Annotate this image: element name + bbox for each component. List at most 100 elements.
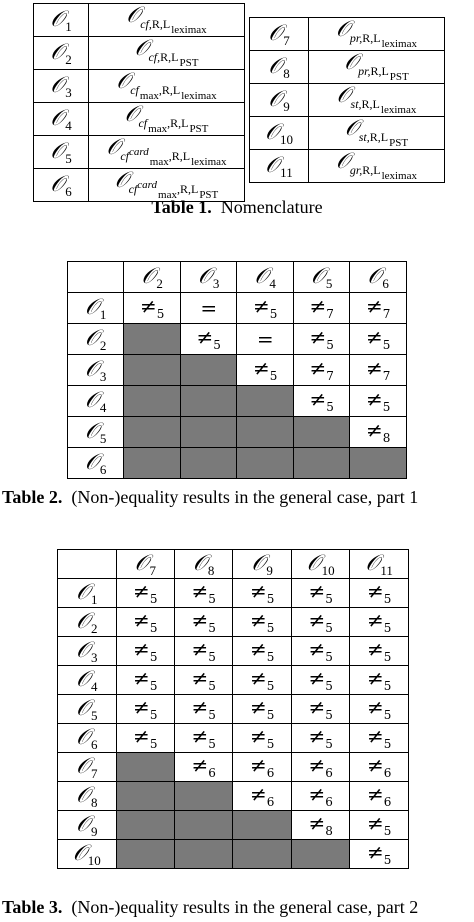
result-value: ≠7 [366, 294, 391, 321]
operator-id-cell: 𝒪11 [249, 149, 309, 183]
operator-index: 7 [283, 32, 290, 48]
operator-index: 1 [99, 306, 107, 322]
operator-index: 4 [99, 399, 107, 415]
result-cell: ≠5 [232, 665, 292, 695]
column-header: 𝒪10 [290, 549, 351, 579]
operator-index: 1 [90, 591, 98, 607]
result-value: ≠5 [249, 579, 275, 606]
result-cell: ≠5 [115, 694, 175, 724]
result-cell: ≠6 [290, 781, 351, 811]
operator-index: 5 [325, 275, 333, 291]
operator-symbol: 𝒪7 [268, 19, 290, 48]
result-value: ≠7 [309, 294, 334, 321]
result-index: 5 [266, 708, 275, 722]
operator-definition-cell: 𝒪cfcardmax,R,LPST [88, 168, 245, 202]
result-cell: ≠5 [349, 839, 409, 869]
result-index: 5 [383, 650, 392, 664]
result-index: 5 [383, 737, 392, 751]
result-value: ≠8 [366, 418, 391, 445]
operator-id-cell: 𝒪7 [249, 17, 309, 51]
empty-cell [173, 781, 234, 811]
result-index: 5 [383, 621, 392, 635]
table-row: 𝒪7≠6≠6≠6≠6 [57, 752, 409, 782]
subscript-rl: ,R,L [176, 182, 199, 196]
operator-name: 𝒪cf,R,LPST [134, 35, 199, 69]
operator-name: 𝒪pr,R,Lleximax [336, 16, 417, 50]
operator-index: 4 [90, 678, 98, 694]
operator-index: 5 [65, 150, 72, 166]
empty-cell [179, 416, 238, 448]
result-cell: ≠6 [290, 752, 351, 782]
operator-name: 𝒪cfcardmax,R,Lleximax [106, 134, 227, 168]
operator-subscript: cfcardmax,R,LPST [129, 180, 219, 201]
result-index: 5 [383, 708, 392, 722]
result-index: 5 [269, 307, 278, 321]
result-index: 6 [383, 795, 392, 809]
result-cell: ≠5 [173, 694, 234, 724]
row-header: 𝒪6 [57, 723, 117, 753]
table2-caption-label: Table 2. [2, 487, 63, 507]
operator-subscript: cfcardmax,R,Lleximax [120, 147, 226, 168]
result-value: ≠5 [133, 666, 158, 693]
result-cell: ≠5 [349, 607, 409, 637]
column-header: 𝒪3 [179, 261, 238, 293]
empty-cell [236, 447, 294, 479]
result-index: 7 [382, 369, 391, 383]
result-value: ≠5 [309, 325, 334, 352]
result-value: ≠6 [249, 753, 275, 780]
operator-symbol: 𝒪5 [85, 417, 107, 446]
result-value: ≠5 [308, 637, 333, 664]
result-index: 8 [325, 824, 333, 838]
result-value: ≠6 [191, 753, 216, 780]
operator-symbol: 𝒪6 [367, 262, 389, 291]
operator-definition-cell: 𝒪cf,R,LPST [88, 35, 245, 70]
subscript-base: cf [130, 83, 139, 97]
subscript-base: pr, [358, 64, 371, 78]
subscript-rl: R,L [370, 64, 389, 78]
result-index: 5 [325, 621, 333, 635]
empty-cell [232, 810, 292, 840]
result-cell: ≠7 [292, 354, 351, 386]
result-cell: ≠5 [115, 665, 175, 695]
operator-index: 3 [65, 84, 72, 100]
operator-index: 3 [99, 368, 107, 384]
result-value: ≠5 [253, 356, 278, 383]
operator-symbol: 𝒪4 [254, 262, 276, 291]
subscript-base: cf [138, 116, 148, 130]
empty-cell [232, 839, 292, 869]
empty-cell [123, 447, 181, 479]
result-value: ≠5 [309, 387, 334, 414]
table-row: 𝒪3≠5≠5≠5≠5≠5 [57, 636, 409, 666]
subscript-max: max [148, 123, 168, 135]
result-index: 5 [325, 708, 333, 722]
operator-index: 9 [283, 98, 290, 114]
result-index: 5 [325, 679, 333, 693]
result-value: ≠8 [308, 811, 333, 838]
operator-name: 𝒪st,R,LPST [344, 115, 409, 149]
result-value: ≠6 [308, 782, 333, 809]
subscript-order: PST [389, 71, 409, 83]
table2-caption: Table 2. (Non-)equality results in the g… [2, 487, 418, 508]
table1-caption-text: Nomenclature [220, 197, 323, 217]
result-value: ≠5 [367, 724, 392, 751]
result-value: ≠5 [308, 608, 333, 635]
result-value: ≠5 [367, 637, 392, 664]
result-cell: ≠5 [290, 723, 351, 753]
result-value: = [256, 326, 274, 351]
table3-caption-text: (Non-)equality results in the general ca… [71, 897, 419, 917]
empty-cell [179, 385, 238, 417]
operator-id-cell: 𝒪2 [33, 36, 89, 70]
result-cell: ≠7 [292, 292, 351, 324]
operator-index: 1 [65, 18, 72, 34]
subscript-rl: R,L [361, 97, 380, 111]
result-cell: ≠5 [290, 636, 351, 666]
row-header: 𝒪10 [57, 839, 117, 869]
operator-index: 10 [87, 852, 101, 868]
row-header: 𝒪4 [66, 385, 125, 417]
operator-symbol: 𝒪2 [141, 262, 163, 291]
operator-definition-cell: 𝒪cfmax,R,Lleximax [88, 69, 245, 103]
subscript-base: st, [350, 97, 362, 111]
subscript-rl: R,L [362, 31, 381, 45]
